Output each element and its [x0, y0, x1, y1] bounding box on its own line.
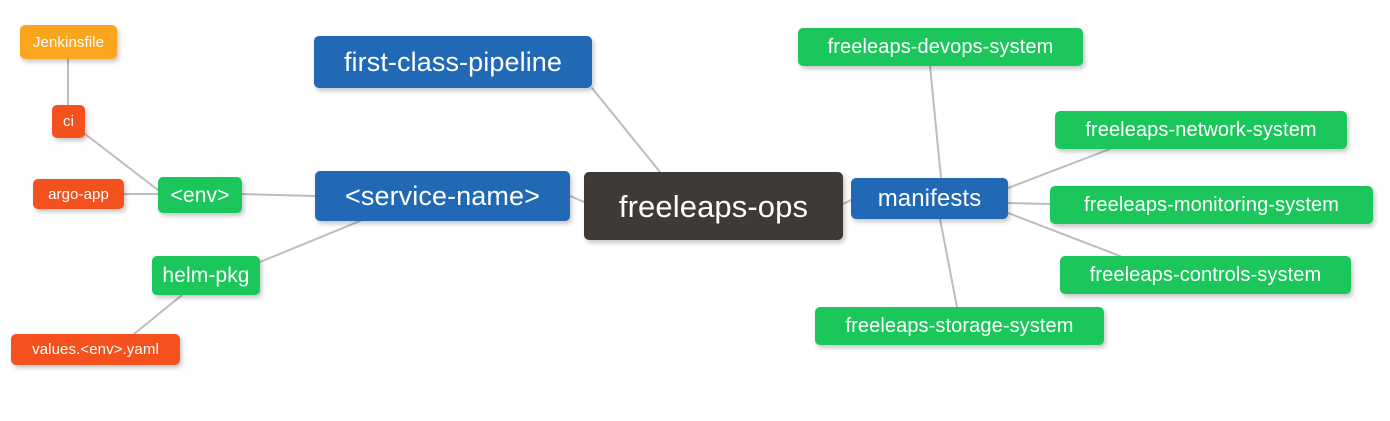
node-label: argo-app	[48, 185, 109, 203]
node-label: freeleaps-monitoring-system	[1083, 194, 1339, 216]
node-devops-system[interactable]: freeleaps-devops-system	[798, 28, 1083, 66]
edge-freeleaps-ops-to-manifests	[842, 199, 852, 205]
node-label: freeleaps-network-system	[1085, 119, 1317, 141]
edge-manifests-to-network-system	[1007, 148, 1111, 189]
node-helm-pkg[interactable]: helm-pkg	[152, 256, 260, 295]
edge-manifests-to-monitoring-system	[1007, 202, 1051, 205]
node-label: values.<env>.yaml	[32, 341, 159, 358]
node-label: first-class-pipeline	[343, 46, 563, 77]
node-label: helm-pkg	[162, 264, 250, 287]
node-service-name[interactable]: <service-name>	[315, 171, 570, 221]
edge-env-to-service-name	[241, 193, 316, 197]
node-network-system[interactable]: freeleaps-network-system	[1055, 111, 1347, 149]
edge-manifests-to-storage-system	[939, 218, 958, 308]
node-label: freeleaps-storage-system	[845, 315, 1074, 337]
node-manifests[interactable]: manifests	[851, 178, 1008, 219]
node-freeleaps-ops[interactable]: freeleaps-ops	[584, 172, 843, 240]
node-label: manifests	[877, 184, 982, 212]
node-ci[interactable]: ci	[52, 105, 85, 138]
node-values-yaml[interactable]: values.<env>.yaml	[11, 334, 180, 365]
node-label: freeleaps-devops-system	[827, 36, 1054, 58]
node-controls-system[interactable]: freeleaps-controls-system	[1060, 256, 1351, 294]
edge-first-class-pipeline-to-freeleaps-ops	[591, 87, 661, 173]
node-monitoring-system[interactable]: freeleaps-monitoring-system	[1050, 186, 1373, 224]
edge-values-yaml-to-helm-pkg	[133, 294, 183, 335]
node-argo-app[interactable]: argo-app	[33, 179, 124, 209]
node-label: ci	[62, 113, 75, 130]
node-storage-system[interactable]: freeleaps-storage-system	[815, 307, 1104, 345]
edge-helm-pkg-to-service-name	[259, 220, 361, 263]
edge-service-name-to-freeleaps-ops	[569, 195, 585, 203]
node-env[interactable]: <env>	[158, 177, 242, 213]
node-label: <service-name>	[345, 180, 540, 211]
edge-manifests-to-devops-system	[929, 65, 942, 179]
node-first-class-pipeline[interactable]: first-class-pipeline	[314, 36, 592, 88]
node-label: freeleaps-controls-system	[1089, 264, 1322, 286]
node-jenkinsfile[interactable]: Jenkinsfile	[20, 25, 117, 59]
node-label: freeleaps-ops	[618, 188, 809, 224]
node-label: Jenkinsfile	[32, 33, 105, 51]
node-label: <env>	[170, 183, 230, 207]
